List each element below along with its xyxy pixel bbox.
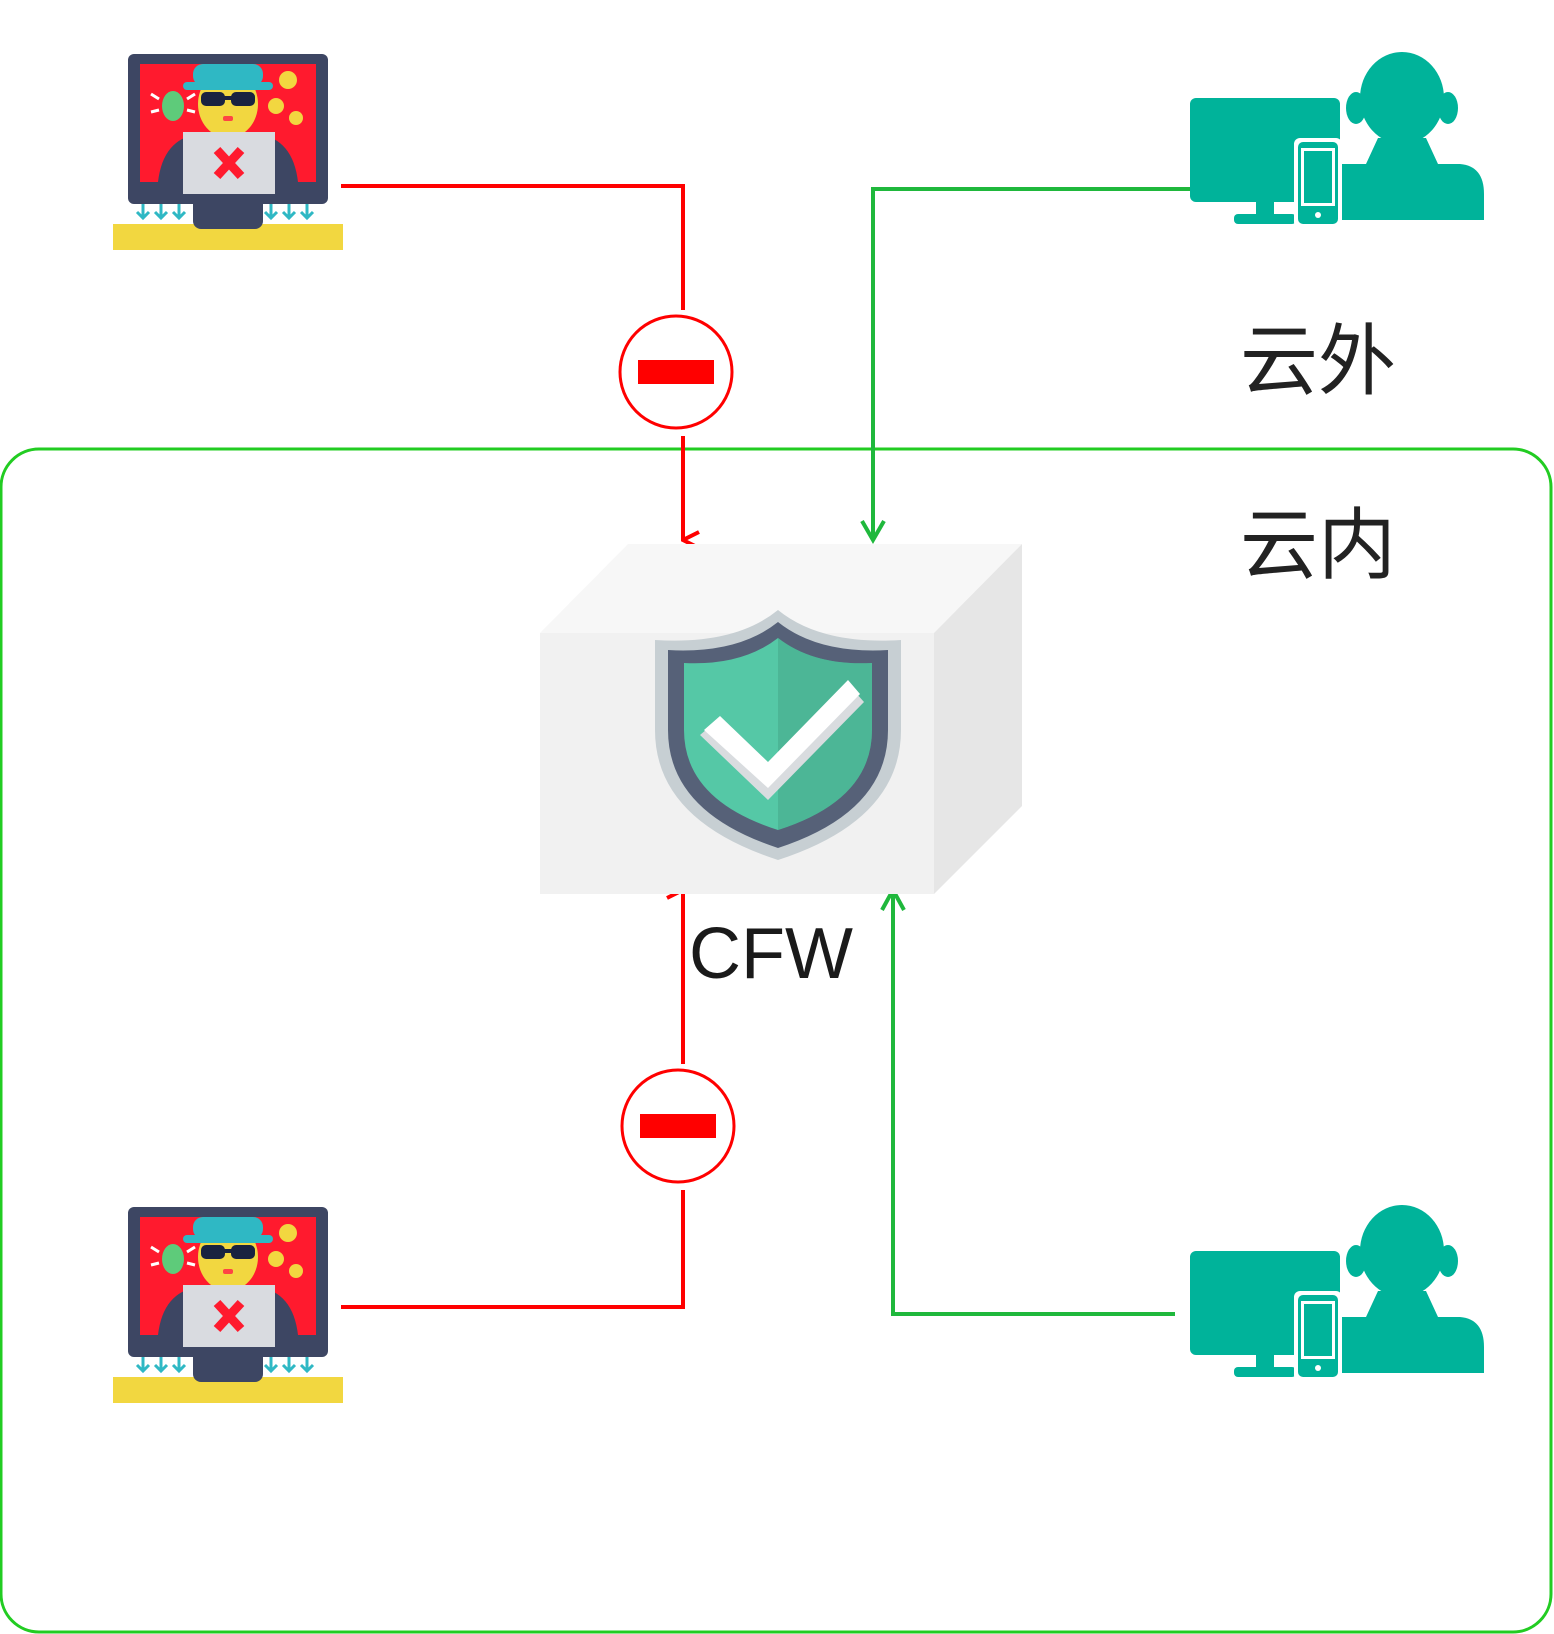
block-sign-inside [620, 1068, 736, 1184]
user-computer-icon [1190, 52, 1484, 228]
inside-zone-boundary [0, 447, 1553, 1634]
blocked-path-outside [341, 184, 685, 310]
inside-zone-label: 云内 [1240, 501, 1396, 591]
hacker-computer-icon [113, 54, 343, 250]
blocked-path-inside [341, 1190, 685, 1309]
hacker-computer-icon [113, 1207, 343, 1403]
allowed-arrowhead-outside [860, 519, 886, 544]
allowed-path-inside [891, 890, 1175, 1316]
block-sign-outside [618, 314, 734, 430]
user-computer-icon [1190, 1205, 1484, 1381]
shield-icon [655, 610, 901, 860]
allowed-path-outside [871, 187, 1212, 540]
cfw-label: CFW [689, 914, 853, 994]
cfw-appliance [540, 544, 1022, 894]
outside-zone-label: 云外 [1240, 317, 1396, 407]
